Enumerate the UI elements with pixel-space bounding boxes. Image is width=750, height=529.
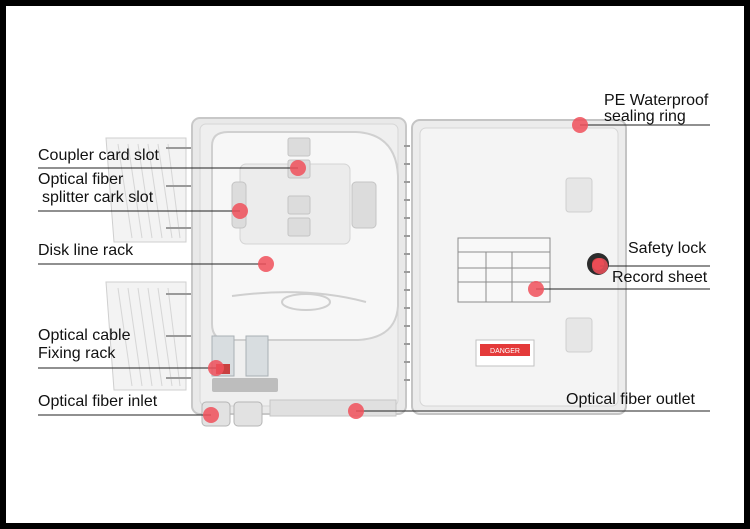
bottom-cable-fins: [105, 281, 187, 391]
label-cable-line1: Optical cable: [38, 327, 131, 344]
marker-coupler: [290, 160, 306, 176]
warning-label: [475, 339, 535, 367]
label-coupler: Coupler card slot: [38, 147, 159, 164]
label-splitter-line2: splitter cark slot: [42, 189, 154, 206]
marker-outlet: [348, 403, 364, 419]
marker-splitter: [232, 203, 248, 219]
label-outlet: Optical fiber outlet: [566, 391, 695, 408]
label-pe-line2: sealing ring: [604, 108, 686, 125]
enclosure-illustration: DANGER: [38, 117, 710, 427]
top-cable-fins: [105, 137, 187, 243]
warning-badge-text: DANGER: [490, 348, 520, 355]
diagram-canvas: DANGER Coupler card slot Optica: [6, 6, 744, 523]
label-safety: Safety lock: [628, 240, 707, 257]
cable-fixing-clamps: [211, 335, 278, 392]
label-splitter-line1: Optical fiber: [38, 171, 124, 188]
marker-inlet: [203, 407, 219, 423]
hinge: [404, 145, 410, 381]
label-record: Record sheet: [612, 269, 708, 286]
outlet-ports: [269, 399, 397, 417]
label-disk: Disk line rack: [38, 242, 134, 259]
label-pe-line1: PE Waterproof: [604, 92, 709, 109]
marker-disk: [258, 256, 274, 272]
label-inlet: Optical fiber inlet: [38, 393, 158, 410]
leader-lines: [38, 124, 710, 416]
callout-markers: [203, 117, 608, 423]
marker-safety: [592, 258, 608, 274]
marker-record: [528, 281, 544, 297]
marker-pe: [572, 117, 588, 133]
label-cable-line2: Fixing rack: [38, 345, 116, 362]
marker-cable: [208, 360, 224, 376]
